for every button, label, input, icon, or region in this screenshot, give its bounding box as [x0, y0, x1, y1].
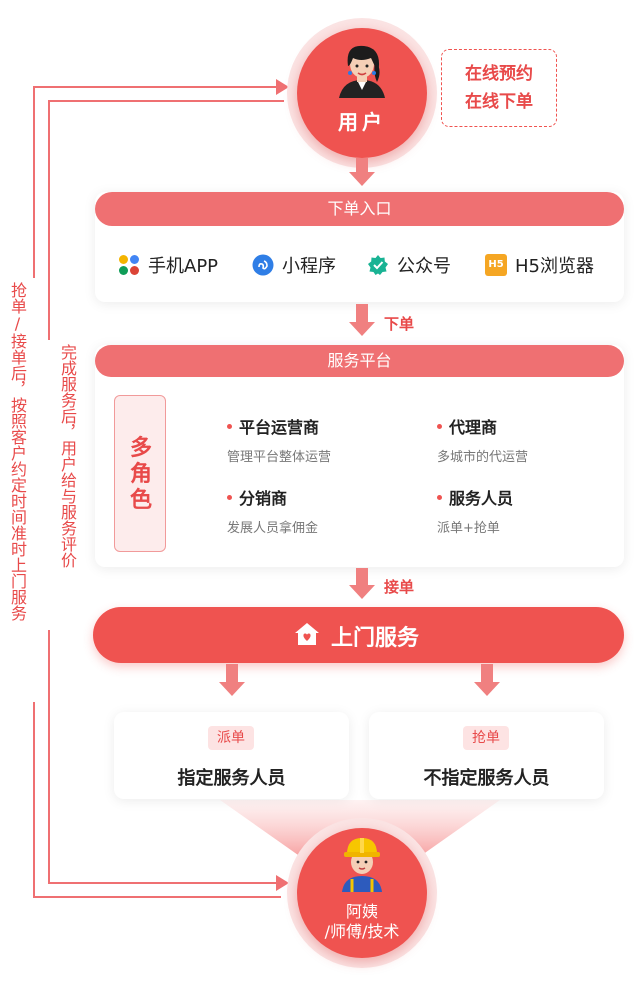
arrow-shaft-3 [356, 568, 368, 587]
inner-feedback-top [48, 100, 284, 102]
role-agent-title: 代理商 [449, 418, 498, 437]
user-circle[interactable]: 用户 [297, 28, 427, 158]
outer-feedback-top [33, 86, 281, 88]
arrow-label-accept: 接单 [384, 578, 415, 596]
arrow-shaft-1 [356, 158, 368, 174]
woman-avatar-icon [339, 45, 385, 98]
role-operator-title: 平台运营商 [239, 418, 320, 437]
arrow-head-2 [349, 322, 375, 336]
mini-program-icon [252, 254, 274, 276]
assign-card-dispatch[interactable]: 派单 指定服务人员 [114, 712, 349, 799]
arrow-shaft-right [481, 664, 493, 684]
entry-app-label: 手机APP [148, 256, 219, 277]
grab-tag: 抢单 [463, 726, 509, 750]
inner-feedback-bottom [48, 882, 284, 884]
entry-mini-program-label: 小程序 [282, 256, 336, 277]
entry-official-account[interactable]: 公众号 [367, 252, 451, 278]
worker-label-line2: /师傅/技术 [324, 922, 400, 941]
entry-bar: 下单入口 [95, 192, 624, 226]
assign-card-grab[interactable]: 抢单 不指定服务人员 [369, 712, 604, 799]
entry-mini-program[interactable]: 小程序 [252, 252, 336, 278]
multi-role-label: 多角色 [129, 436, 152, 513]
inner-feedback-text: 完成服务后，用户给与服务评价 [58, 344, 77, 568]
role-distributor-title: 分销商 [239, 489, 288, 508]
arrow-shaft-2 [356, 304, 368, 324]
inner-text-mask [40, 340, 60, 630]
online-note-line1: 在线预约 [465, 64, 533, 84]
arrow-head-left [219, 682, 245, 696]
arrow-head-1 [349, 172, 375, 186]
entry-h5-label: H5浏览器 [515, 256, 594, 277]
online-note-line2: 在线下单 [465, 92, 533, 112]
platform-card [95, 345, 624, 567]
arrow-label-order: 下单 [384, 315, 415, 333]
grab-text: 不指定服务人员 [423, 768, 550, 789]
worker-circle[interactable]: 阿姨 /师傅/技术 [297, 828, 427, 958]
role-staff-desc: 派单+抢单 [437, 521, 500, 536]
dispatch-tag: 派单 [208, 726, 254, 750]
user-label: 用户 [338, 110, 386, 134]
arrow-shaft-left [226, 664, 238, 684]
role-staff: 服务人员 派单+抢单 [437, 485, 513, 536]
h5-icon: H5 [485, 254, 507, 276]
platform-bar: 服务平台 [95, 345, 624, 377]
bullet-icon [437, 423, 442, 429]
role-agent: 代理商 多城市的代运营 [437, 414, 528, 465]
role-distributor-desc: 发展人员拿佣金 [227, 521, 319, 536]
multi-role-box: 多角色 [114, 395, 166, 552]
online-note-box: 在线预约 在线下单 [441, 49, 557, 127]
bullet-icon [227, 494, 232, 500]
outer-feedback-bottom [33, 896, 281, 898]
worker-label-line1: 阿姨 [345, 902, 378, 921]
entry-official-account-label: 公众号 [397, 256, 451, 277]
role-staff-title: 服务人员 [449, 489, 514, 508]
official-account-icon [368, 255, 388, 275]
arrow-head-right [474, 682, 500, 696]
outer-text-mask [24, 278, 44, 702]
entry-app[interactable]: 手机APP [118, 252, 218, 278]
door-service-bar[interactable]: 上门服务 [93, 607, 624, 663]
worker-helmet-icon [342, 838, 382, 892]
door-service-label: 上门服务 [331, 626, 420, 651]
role-operator-desc: 管理平台整体运营 [227, 450, 332, 465]
bullet-icon [227, 423, 232, 429]
inner-arrow-bottom [276, 875, 289, 891]
outer-feedback-text: 抢单/接单后，按照客户约定时间准时上门服务 [8, 282, 27, 621]
role-distributor: 分销商 发展人员拿佣金 [227, 485, 318, 536]
dispatch-text: 指定服务人员 [177, 768, 286, 789]
home-heart-icon [295, 623, 319, 645]
entry-h5[interactable]: H5 H5浏览器 [485, 252, 594, 278]
bullet-icon [437, 494, 442, 500]
role-operator: 平台运营商 管理平台整体运营 [227, 414, 331, 465]
arrow-head-3 [349, 585, 375, 599]
outer-arrow-top [276, 79, 289, 95]
role-agent-desc: 多城市的代运营 [437, 450, 529, 465]
app-grid-icon [119, 255, 139, 275]
